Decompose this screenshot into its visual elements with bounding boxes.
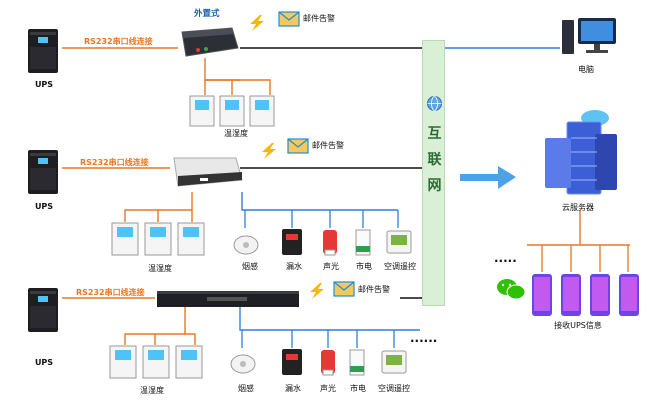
ups-icon [28,288,58,332]
ups-icon [28,150,58,194]
temp-humidity-label: 温湿度 [224,129,248,138]
lightning-icon [250,15,264,31]
ac-remote-icon [386,230,412,254]
temp-humidity-sensor-icon [189,95,275,127]
internet-char-1: 互 [427,126,442,142]
computer-label: 电脑 [578,65,594,74]
phones-icon [532,274,639,316]
lightning-icon [262,143,276,159]
lightning-icon [310,283,324,299]
internet-char-2: 联 [427,152,442,168]
serial-link-label: RS232串口线连接 [76,288,145,297]
cloud-server-label: 云服务器 [562,203,594,212]
email-alert-label: 邮件告警 [312,141,344,150]
temp-humidity-sensor-icon [109,345,203,379]
smoke-label: 烟感 [238,384,254,393]
svg-text:······: ······ [410,334,437,348]
ac-remote-label: 空调遥控 [384,262,416,271]
siren-icon [321,350,335,376]
temp-humidity-sensor-icon [111,222,205,256]
internet-bar: 互 联 网 [422,40,445,306]
email-icon [333,281,355,297]
wechat-icon [497,279,526,300]
cloud-server-icon [545,110,617,195]
email-icon [287,138,309,154]
gateway-device-icon [181,27,239,57]
siren-label: 声光 [320,384,336,393]
smoke-label: 烟感 [242,262,258,271]
rack-device-icon [157,291,299,307]
internet-char-3: 网 [427,178,442,194]
receive-ups-info-label: 接收UPS信息 [554,321,602,330]
water-leak-sensor-icon [282,229,302,255]
ups-icon [28,29,58,73]
water-leak-label: 漏水 [286,262,302,271]
computer-icon [562,18,616,54]
mains-power-label: 市电 [350,384,366,393]
globe-icon [427,96,442,111]
ups-label: UPS [34,80,54,89]
serial-link-label: RS232串口线连接 [80,158,149,167]
email-icon [278,11,300,27]
power-sensor-icon [355,229,371,256]
ups-label: UPS [34,202,54,211]
smoke-detector-icon [233,235,259,255]
smoke-detector-icon [230,354,256,374]
siren-icon [323,230,337,256]
power-sensor-icon [349,349,365,376]
temp-humidity-label: 温湿度 [140,386,164,395]
temp-humidity-label: 温湿度 [148,264,172,273]
siren-label: 声光 [323,262,339,271]
email-alert-label: 邮件告警 [358,285,390,294]
water-leak-label: 漏水 [285,384,301,393]
device-type-label: 外置式 [194,9,220,19]
email-alert-label: 邮件告警 [303,14,335,23]
gateway-device-icon [173,157,243,187]
svg-text:·····: ····· [494,254,517,268]
water-leak-sensor-icon [282,349,302,375]
mains-power-label: 市电 [356,262,372,271]
ups-label: UPS [34,358,54,367]
ac-remote-icon [381,350,407,374]
serial-link-label: RS232串口线连接 [84,37,153,46]
arrow-icon [460,166,516,189]
ac-remote-label: 空调遥控 [378,384,410,393]
